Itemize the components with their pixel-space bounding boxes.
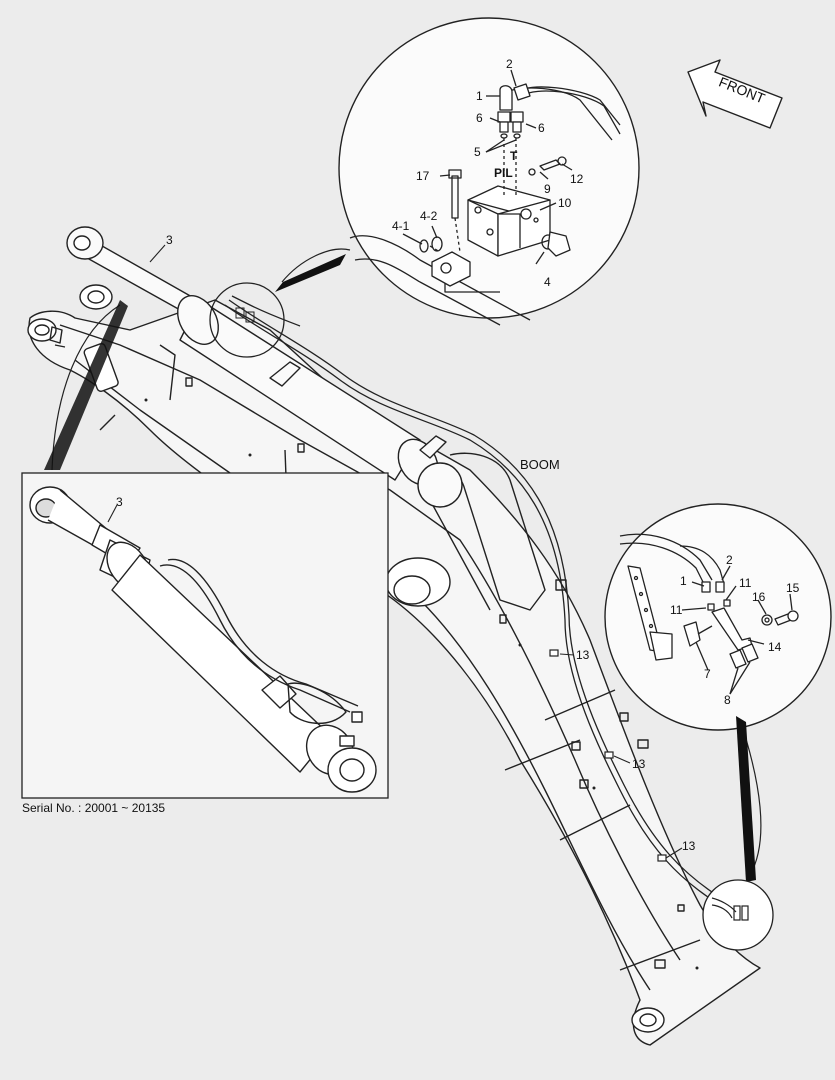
callout-4-1: 4-1 xyxy=(392,219,410,233)
callout-13-a: 13 xyxy=(576,648,590,662)
port-pilot-label: PIL xyxy=(494,166,513,180)
port-tank-label: T xyxy=(510,149,518,163)
detail-target-circle-top xyxy=(209,282,285,358)
callout-4-2: 4-2 xyxy=(420,209,438,223)
callout-15: 15 xyxy=(786,581,800,595)
callout-1: 1 xyxy=(476,89,483,103)
callout-13-c: 13 xyxy=(682,839,696,853)
bracket-detail-circle: 1 2 11 11 16 15 14 7 8 xyxy=(604,503,832,882)
boom-title: BOOM xyxy=(520,457,560,472)
detail-target-circle-bottom xyxy=(702,879,774,951)
target-fittings-bottom xyxy=(711,897,749,921)
callout-6-left: 6 xyxy=(476,111,483,125)
callout-11-b: 11 xyxy=(670,603,683,617)
callout-11-a: 11 xyxy=(739,576,752,590)
boom-structure xyxy=(27,284,761,1046)
callout-3-inset: 3 xyxy=(116,495,123,509)
callout-16: 16 xyxy=(752,590,766,604)
callout-5: 5 xyxy=(474,145,481,159)
callout-3: 3 xyxy=(166,233,173,247)
callout-2-b: 2 xyxy=(726,553,733,567)
boom-cylinder xyxy=(66,226,463,508)
callout-2: 2 xyxy=(506,57,513,71)
valve-detail-circle: 1 2 6 6 5 T PIL 17 9 12 10 4-2 4-1 4 xyxy=(275,17,640,326)
callout-12: 12 xyxy=(570,172,584,186)
hydraulic-pilot-lines xyxy=(224,295,725,906)
target-fittings-top xyxy=(235,307,255,323)
callout-7: 7 xyxy=(704,667,711,681)
serial-number: Serial No. : 20001 ~ 20135 xyxy=(22,801,165,815)
callout-10: 10 xyxy=(558,196,572,210)
inset-cylinder-box: 3 xyxy=(21,472,389,799)
callout-17: 17 xyxy=(416,169,430,183)
callout-4: 4 xyxy=(544,275,551,289)
callout-6-right: 6 xyxy=(538,121,545,135)
callout-8: 8 xyxy=(724,693,731,707)
callout-13-b: 13 xyxy=(632,757,646,771)
callout-1-b: 1 xyxy=(680,574,687,588)
callout-14: 14 xyxy=(768,640,782,654)
callout-9: 9 xyxy=(544,182,551,196)
